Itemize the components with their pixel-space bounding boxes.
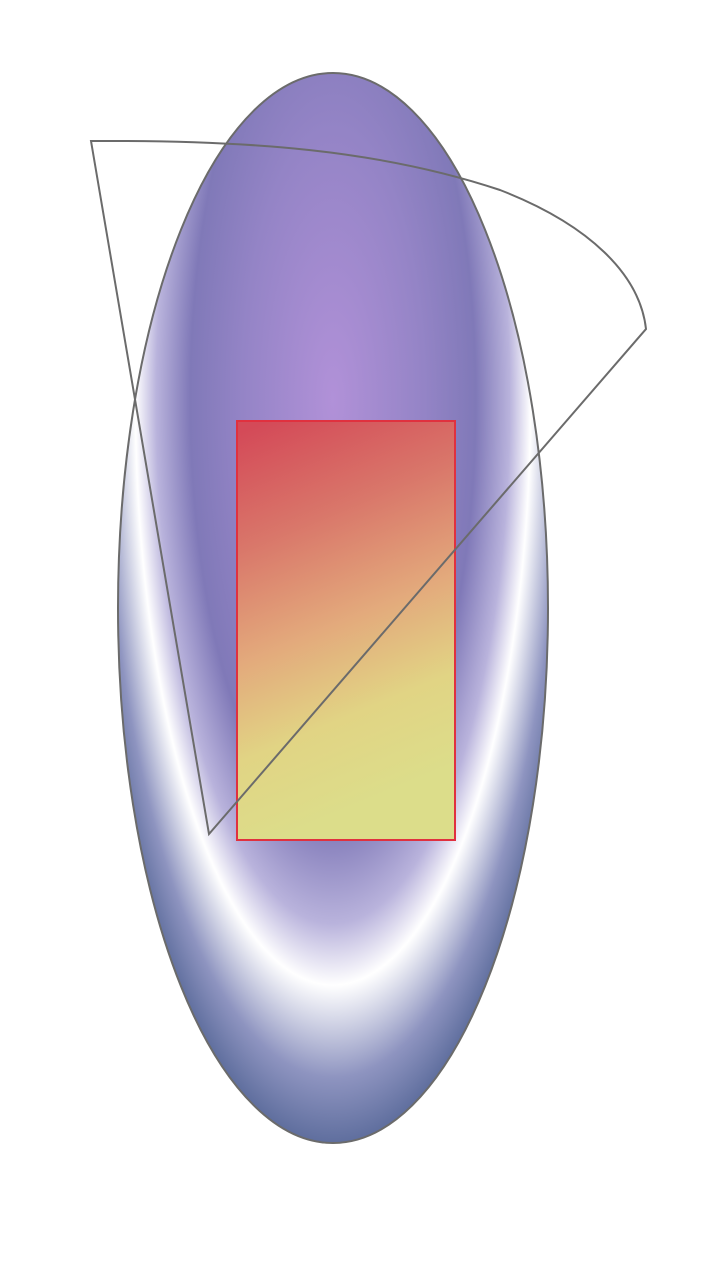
gradient-rectangle [236, 420, 456, 841]
sector-outline [89, 139, 648, 837]
